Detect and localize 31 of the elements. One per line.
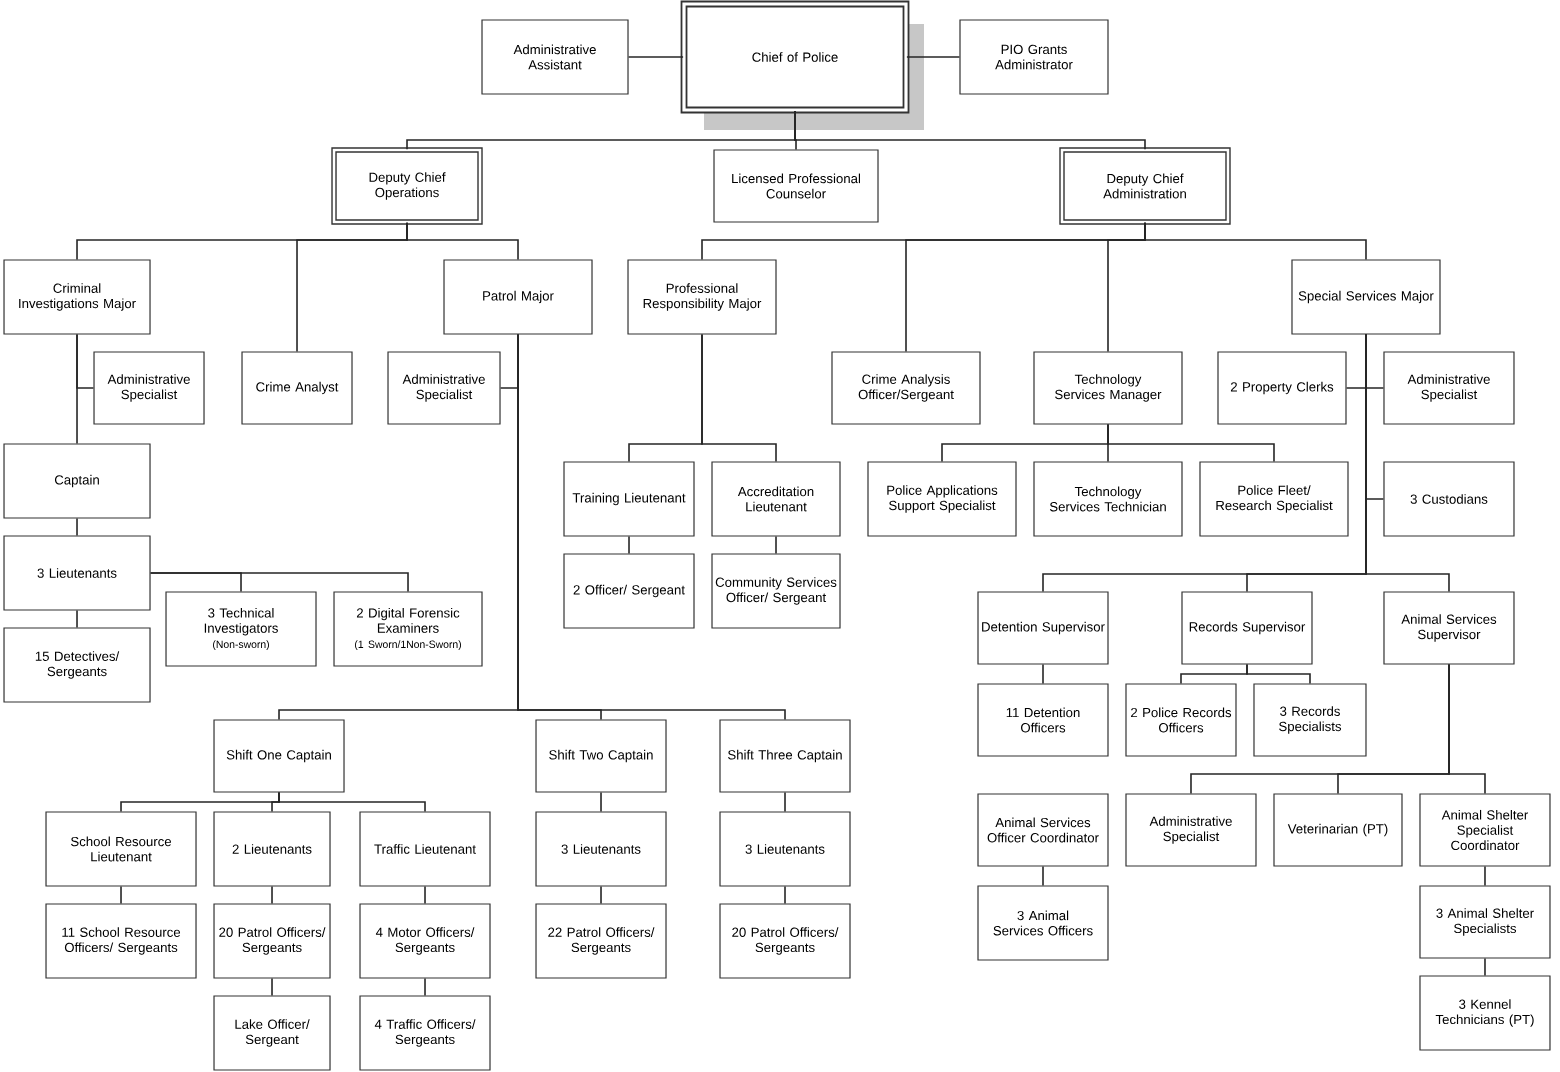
connector-line	[1042, 865, 1044, 887]
connector-line	[600, 885, 602, 905]
connector-line	[76, 609, 78, 629]
connector-line	[517, 333, 786, 721]
connector-line	[76, 333, 78, 445]
connector-line	[784, 791, 786, 813]
connector-line	[1484, 957, 1486, 977]
connector-line	[278, 791, 426, 813]
connector-line	[424, 977, 426, 997]
connector-line	[406, 221, 519, 261]
connector-line	[424, 885, 426, 905]
connector-line	[1107, 423, 1275, 463]
connector-line	[775, 535, 777, 555]
connector-line	[1448, 663, 1486, 795]
connector-line	[701, 333, 777, 463]
connector-line	[784, 885, 786, 905]
connector-line	[1042, 663, 1044, 685]
connector-line	[271, 977, 273, 997]
connector-line	[120, 885, 122, 905]
connector-line	[149, 572, 409, 593]
connector-line	[1246, 663, 1311, 685]
connector-line	[628, 535, 630, 555]
connector-line	[794, 110, 1146, 151]
connector-line	[600, 791, 602, 813]
connector-line	[271, 885, 273, 905]
connector-line	[1365, 333, 1450, 593]
connector-line	[1144, 221, 1367, 261]
connector-line	[76, 517, 78, 537]
connector-line	[906, 56, 961, 58]
connector-line	[1484, 865, 1486, 887]
connector-line	[627, 56, 684, 58]
